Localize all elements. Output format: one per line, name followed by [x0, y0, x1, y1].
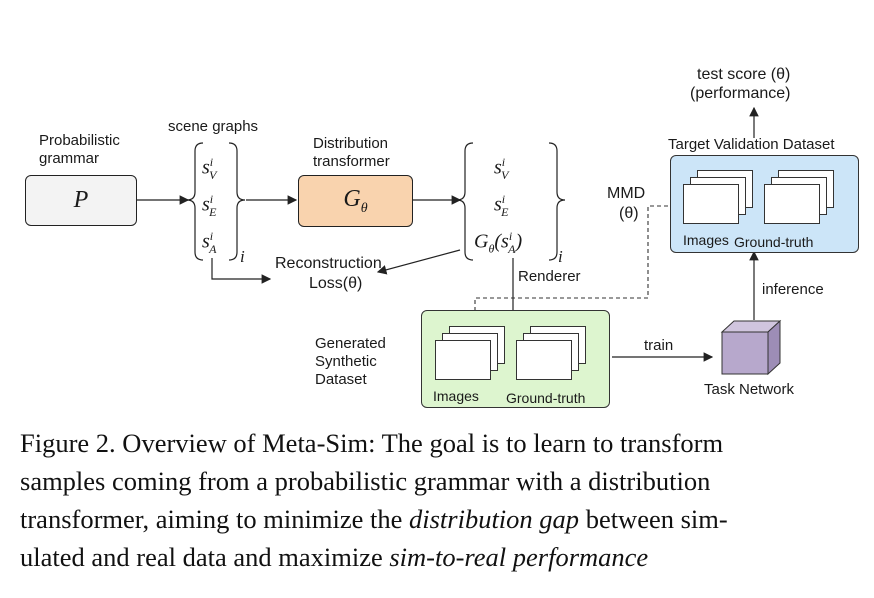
transformer-symbol: Gθ	[343, 185, 368, 216]
task-network-label: Task Network	[704, 381, 795, 398]
test-score-line2: (performance)	[690, 85, 791, 102]
generated-label-line2: Synthetic	[315, 353, 377, 370]
caption-line-4a: ulated and real data and maximize	[20, 542, 390, 572]
gen-gt-card-front	[516, 340, 572, 380]
diagram-connectors	[137, 106, 759, 362]
grammar-symbol: P	[73, 187, 89, 213]
arrow-scenes-to-loss	[211, 258, 272, 284]
output-item-e: siE	[494, 192, 509, 219]
caption-line-3c: between sim-	[579, 504, 728, 534]
scene-index-i: i	[240, 247, 245, 266]
scene-item-a: siA	[202, 229, 217, 256]
mmd-label-line1: MMD	[607, 185, 646, 202]
caption-line-3: transformer, aiming to minimize the dist…	[20, 500, 862, 538]
grammar-label-line1: Probabilistic	[39, 132, 120, 149]
transformer-label-line2: transformer	[313, 153, 390, 170]
renderer-label: Renderer	[518, 268, 581, 285]
generated-label-line1: Generated	[315, 335, 386, 352]
caption-line-1: Figure 2. Overview of Meta-Sim: The goal…	[20, 428, 724, 458]
task-network-cube-icon	[720, 319, 782, 376]
figure-caption: Figure 2. Overview of Meta-Sim: The goal…	[20, 424, 862, 576]
transformer-box: Gθ	[298, 175, 413, 227]
mmd-dashed-line	[474, 205, 672, 318]
gen-image-card-front	[435, 340, 491, 380]
generated-label-line3: Dataset	[315, 371, 367, 388]
inference-label: inference	[762, 281, 824, 298]
caption-line-4: ulated and real data and maximize sim-to…	[20, 538, 862, 576]
train-label: train	[644, 337, 674, 354]
caption-line-3a: transformer, aiming to minimize the	[20, 504, 409, 534]
arrow-outputs-to-loss	[376, 249, 461, 275]
grammar-box: P	[25, 175, 137, 226]
output-right-brace	[548, 142, 566, 261]
target-gt-label: Ground-truth	[734, 234, 814, 250]
target-image-card-front	[683, 184, 739, 224]
target-gt-card-front	[764, 184, 820, 224]
output-left-brace	[456, 142, 474, 261]
caption-distribution-gap: distribution gap	[408, 504, 580, 534]
grammar-label-line2: grammar	[39, 150, 100, 167]
gen-gt-label: Ground-truth	[506, 390, 586, 406]
target-images-label: Images	[683, 232, 729, 248]
recon-loss-line1: Reconstruction	[275, 255, 382, 272]
scene-item-e: siE	[202, 192, 217, 219]
gen-images-label: Images	[433, 388, 479, 404]
test-score-line1: test score (θ)	[697, 66, 791, 83]
mmd-label-line2: (θ)	[619, 205, 639, 222]
output-index-i: i	[558, 247, 563, 266]
scene-item-v: siV	[202, 155, 217, 182]
output-item-v: siV	[494, 155, 509, 182]
caption-sim-to-real: sim-to-real performance	[389, 542, 649, 572]
scene-right-brace	[228, 142, 246, 261]
output-item-g: Gθ(siA)	[474, 229, 523, 256]
scene-graphs-label: scene graphs	[168, 118, 259, 135]
scene-left-brace	[186, 142, 204, 261]
target-dataset-label: Target Validation Dataset	[668, 136, 835, 153]
transformer-label-line1: Distribution	[313, 135, 389, 152]
recon-loss-line2: Loss(θ)	[309, 275, 363, 292]
caption-line-2: samples coming from a probabilistic gram…	[20, 466, 711, 496]
